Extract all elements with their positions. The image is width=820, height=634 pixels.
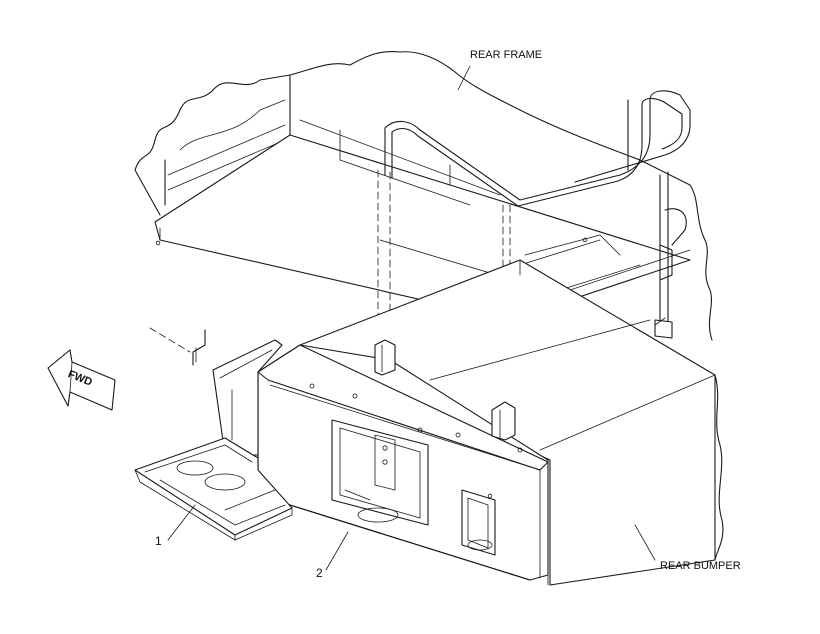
callout-1-leader [167, 504, 196, 541]
part-1-step-bracket [134, 329, 293, 541]
callout-2-leader [325, 531, 349, 571]
rear-bumper-leader [634, 524, 656, 561]
rear-frame-drawing [134, 51, 713, 341]
fwd-direction-arrow: FWD [47, 349, 116, 411]
callout-2: 2 [316, 566, 323, 580]
rear-frame-leader [457, 65, 471, 91]
callout-1: 1 [155, 534, 162, 548]
part-2-bumper-plate [257, 339, 549, 581]
rear-bumper-label: REAR BUMPER [660, 560, 741, 572]
rear-frame-label: REAR FRAME [470, 49, 542, 61]
labels: REAR FRAME REAR BUMPER 1 2 [155, 49, 741, 580]
